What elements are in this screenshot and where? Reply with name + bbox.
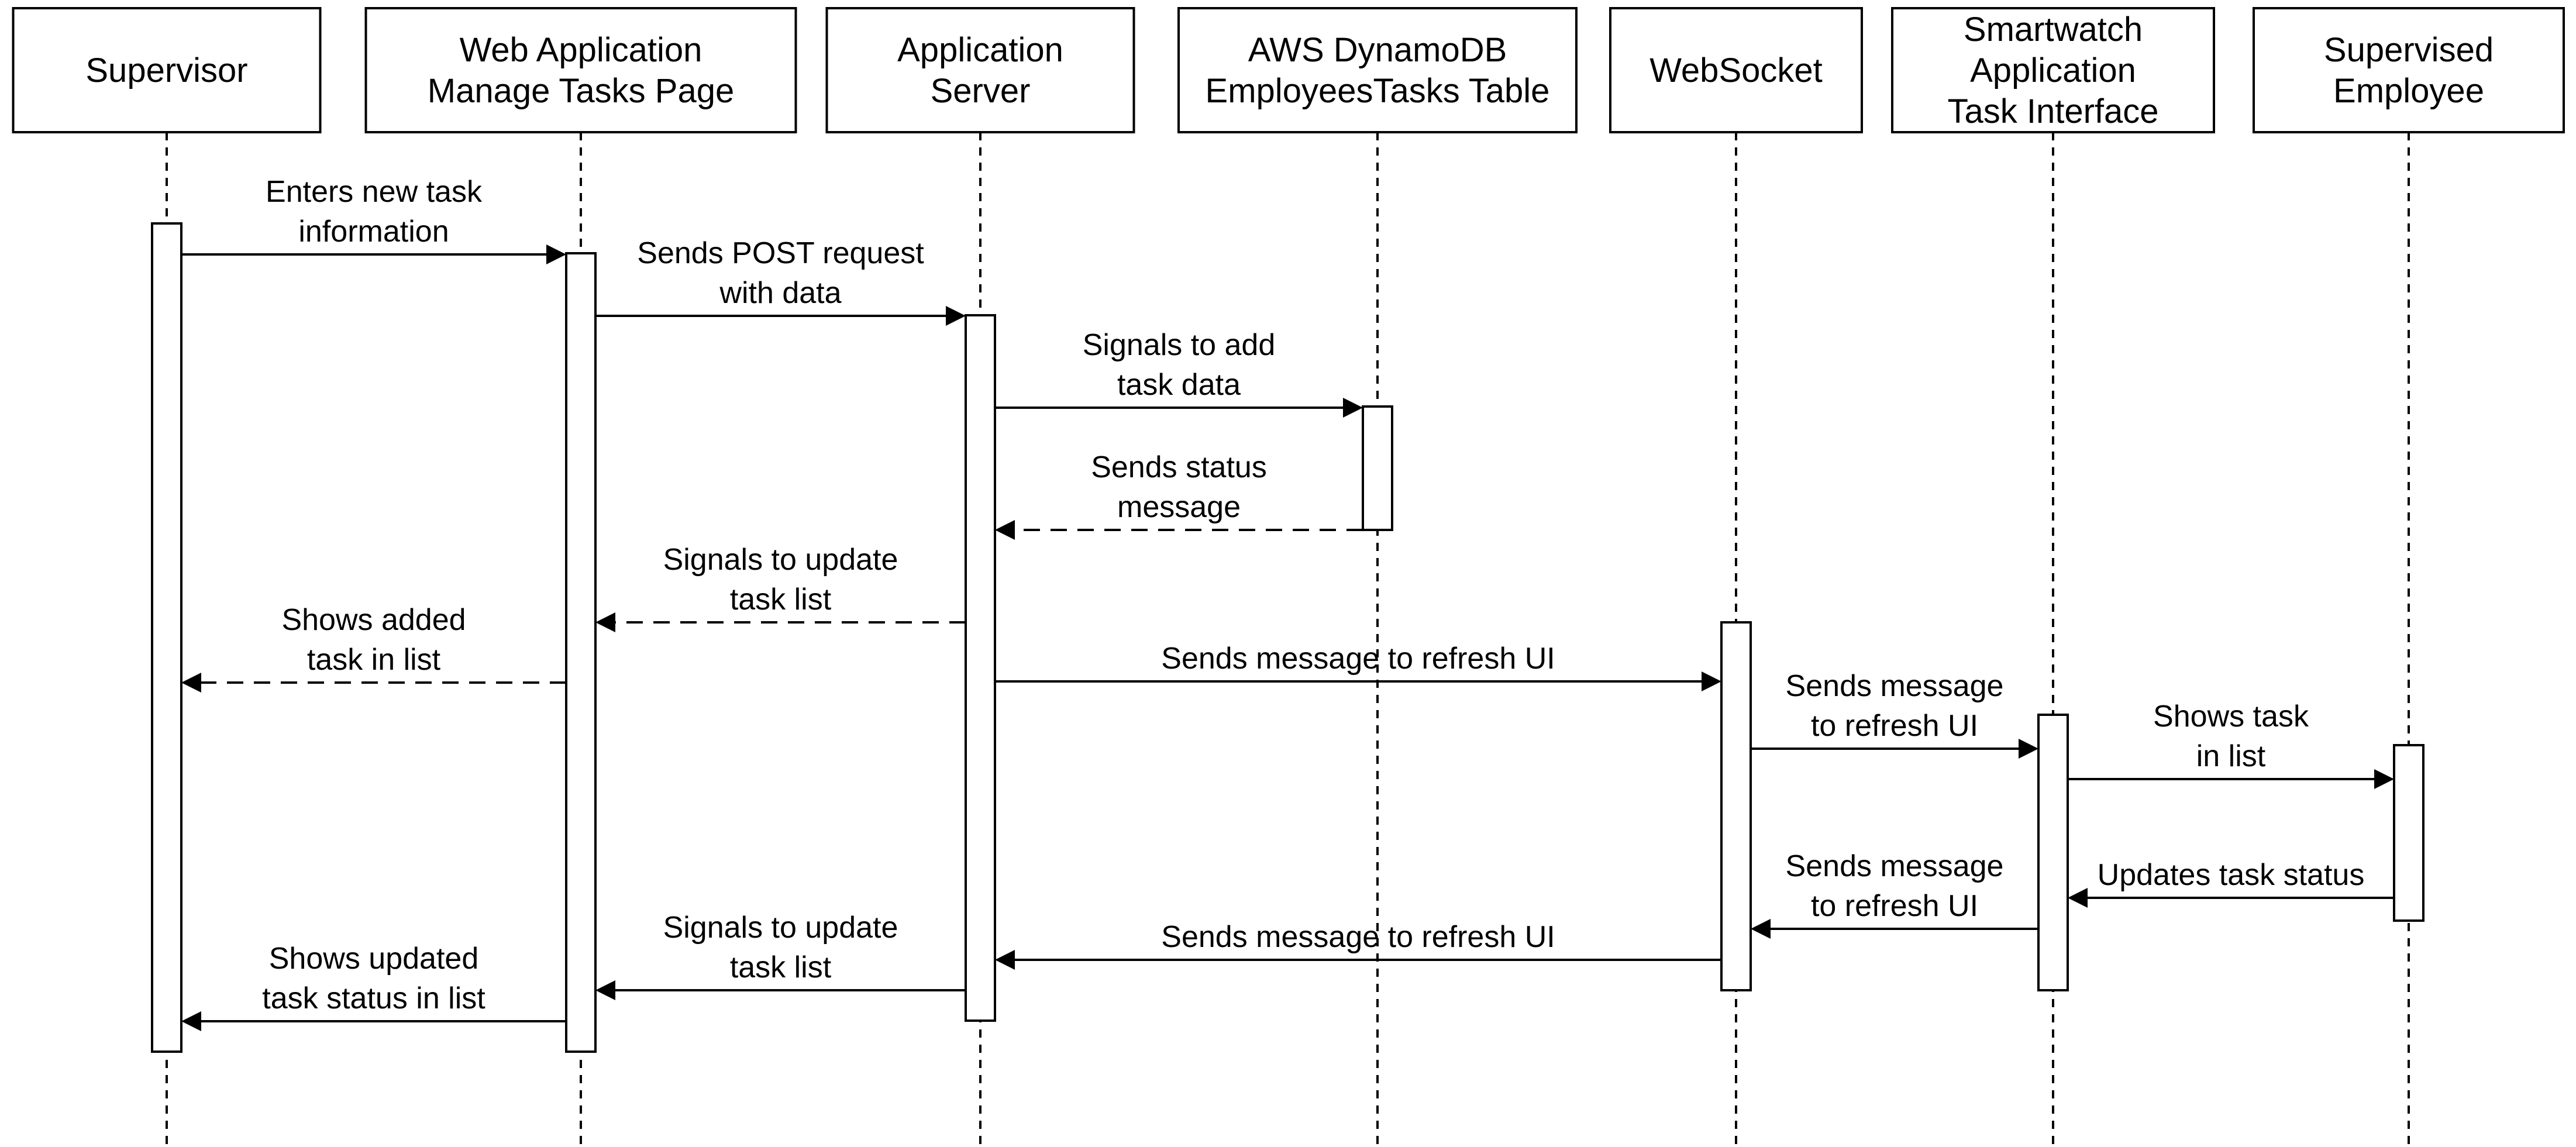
participant-label: Supervised <box>2324 31 2494 69</box>
participant-label: Employee <box>2333 72 2484 110</box>
participant-box <box>1177 7 1578 133</box>
message-label: information <box>298 215 449 249</box>
message-label: Enters new task <box>266 175 483 209</box>
message-label: Shows updated <box>269 942 479 976</box>
message-3: Signals to add task data <box>995 328 1363 418</box>
activation-bar-supervisor <box>151 222 182 1053</box>
message-14: Shows updated task status in list <box>181 942 566 1031</box>
message-label: Sends message <box>1786 669 2004 703</box>
arrowhead <box>595 980 615 1000</box>
participant-box <box>825 7 1135 133</box>
activation-bar-webapp <box>565 252 597 1053</box>
arrowhead <box>181 673 201 693</box>
participant-box <box>364 7 797 133</box>
message-10: Updates task status <box>2068 858 2394 908</box>
participant-box <box>2253 7 2565 133</box>
message-label: Sends status <box>1091 450 1267 484</box>
message-label: Sends message <box>1786 849 2004 883</box>
participant-box <box>12 7 322 133</box>
message-4: Sends status message <box>995 450 1363 540</box>
message-label: task data <box>1117 368 1241 402</box>
message-label: Sends message to refresh UI <box>1161 642 1555 676</box>
activation-bar-appserver <box>965 314 996 1022</box>
arrowhead <box>2068 888 2088 908</box>
participant-label: Smartwatch <box>1964 11 2143 49</box>
message-label: Shows task <box>2153 700 2309 733</box>
activation-bar-dynamodb <box>1362 405 1393 531</box>
message-label: to refresh UI <box>1811 889 1978 923</box>
message-12: Sends message to refresh UI <box>995 920 1721 970</box>
participant-label: WebSocket <box>1649 51 1823 89</box>
arrowhead <box>1751 919 1771 939</box>
message-9: Shows task in list <box>2068 700 2394 789</box>
message-label: task list <box>730 950 832 984</box>
participant-box <box>1891 7 2215 133</box>
arrowhead <box>995 520 1015 540</box>
message-label: with data <box>719 276 841 310</box>
arrowhead <box>946 306 966 326</box>
message-label: Signals to update <box>663 543 898 577</box>
participant-label: Manage Tasks Page <box>428 72 735 110</box>
arrowhead <box>546 244 566 264</box>
participant-label: Application <box>897 31 1063 69</box>
participant-websocket: WebSocket <box>1609 7 1863 133</box>
participant-supervisor: Supervisor <box>12 7 322 133</box>
message-label: task in list <box>307 643 441 677</box>
participant-label: Web Application <box>460 31 702 69</box>
participant-label: Task Interface <box>1947 92 2158 130</box>
message-label: Signals to add <box>1083 328 1276 362</box>
message-13: Signals to update task list <box>595 911 966 1000</box>
participant-box <box>1609 7 1863 133</box>
message-1: Enters new task information <box>181 175 566 264</box>
activation-bar-websocket <box>1720 621 1752 991</box>
message-6: Shows added task in list <box>181 603 566 693</box>
message-8: Sends message to refresh UI <box>1751 669 2038 759</box>
message-label: Sends POST request <box>637 236 924 270</box>
message-label: Sends message to refresh UI <box>1161 920 1555 954</box>
message-label: in list <box>2196 739 2266 773</box>
participant-label: Application <box>1970 51 2136 89</box>
message-11: Sends message to refresh UI <box>1751 849 2038 939</box>
arrowhead <box>1343 398 1363 418</box>
activation-bar-smartwatch <box>2037 714 2069 991</box>
message-2: Sends POST request with data <box>595 236 966 326</box>
message-label: Shows added <box>281 603 466 637</box>
message-7: Sends message to refresh UI <box>995 642 1721 691</box>
arrowhead <box>2019 739 2038 759</box>
arrowhead <box>595 612 615 632</box>
arrowhead <box>1702 671 1721 691</box>
activation-bar-employee <box>2393 744 2425 922</box>
participant-label: Server <box>931 72 1031 110</box>
participant-label: AWS DynamoDB <box>1248 31 1507 69</box>
arrowhead <box>2374 769 2394 789</box>
message-label: task status in list <box>262 981 485 1015</box>
message-label: message <box>1117 490 1241 524</box>
message-label: to refresh UI <box>1811 709 1978 743</box>
participant-label: Supervisor <box>85 51 247 89</box>
message-5: Signals to update task list <box>595 543 966 632</box>
message-label: task list <box>730 583 832 616</box>
message-label: Updates task status <box>2098 858 2365 892</box>
arrowhead <box>181 1011 201 1031</box>
arrowhead <box>995 950 1015 970</box>
participant-label: EmployeesTasks Table <box>1206 72 1550 110</box>
message-label: Signals to update <box>663 911 898 945</box>
